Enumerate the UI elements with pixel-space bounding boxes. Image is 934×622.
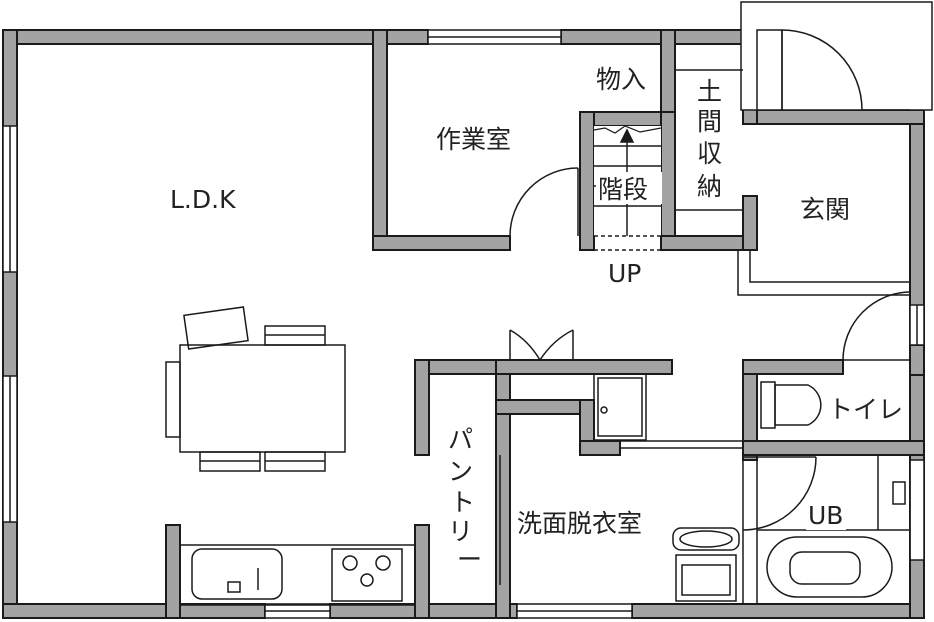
wall-kitchen-left [165, 524, 181, 619]
pantry-door-left [509, 329, 541, 361]
svg-text:ト: ト [450, 488, 475, 517]
label-up: UP [608, 259, 641, 288]
svg-text:リ: リ [448, 517, 473, 546]
windows [2, 29, 925, 619]
label-washroom: 洗面脱衣室 [517, 509, 642, 538]
svg-text:ン: ン [448, 457, 473, 486]
label-entrance: 玄関 [800, 195, 850, 224]
wall-mid-bottom [579, 440, 621, 456]
svg-text:土: 土 [697, 77, 722, 106]
svg-text:収: 収 [697, 139, 722, 168]
svg-text:パ: パ [448, 425, 473, 454]
burner-3-icon [360, 573, 374, 587]
kitchen-sink [191, 548, 283, 600]
wall-stair-right [660, 111, 676, 251]
chair-left [165, 361, 181, 438]
label-pantry: パ ン ト リ ー [448, 425, 482, 574]
dining-table [179, 344, 346, 453]
label-stairs: 階段 [598, 175, 648, 204]
fixtures [165, 1, 933, 606]
wall-bottom-left [2, 603, 266, 619]
toilet-tank [760, 381, 776, 429]
chair-top-left [183, 306, 249, 350]
bath-door-swing [742, 456, 817, 531]
stove [331, 548, 403, 602]
wall-toilet-bottom [742, 440, 925, 456]
wash-cabinet [675, 554, 737, 602]
kitchen-counter [179, 544, 416, 606]
label-toilet: トイレ [828, 395, 903, 424]
svg-text:ー: ー [457, 545, 482, 574]
label-doma-storage: 土 間 収 納 [697, 77, 722, 201]
wall-stair-left [579, 111, 595, 251]
wall-workroom-bottom [372, 235, 511, 251]
entrance-step [737, 250, 910, 296]
wall-mid-top [495, 359, 673, 375]
wash-basin [672, 527, 740, 551]
burner-2-icon [375, 555, 391, 571]
washing-machine [593, 373, 647, 441]
label-bath: UB [808, 501, 843, 530]
room-labels: L.D.K 作業室 物入 階段 UP 土 間 収 納 玄関 トイレ パ ン ト … [170, 65, 908, 574]
wall-entrance-top [756, 109, 925, 125]
label-storage: 物入 [596, 65, 646, 94]
label-workroom: 作業室 [436, 125, 511, 154]
wall-bottom-right [631, 603, 925, 619]
wall-workroom-left [372, 29, 388, 251]
bath-tub [766, 536, 893, 598]
wall-left [2, 29, 18, 619]
toilet-door-swing [842, 291, 911, 361]
stairs-arrow-icon [619, 128, 635, 143]
porch-door-frame [756, 29, 783, 111]
burner-1-icon [342, 555, 358, 571]
wall-toilet-right-top [909, 344, 925, 376]
toilet-bowl [774, 384, 822, 426]
wall-kitchen-right [414, 524, 430, 619]
bath-faucet [892, 481, 906, 505]
entry-door-swing [781, 29, 863, 111]
svg-text:納: 納 [697, 172, 722, 201]
wall-toilet-top [742, 359, 844, 375]
wall-top-left [2, 29, 429, 45]
pantry-door-right [539, 329, 574, 361]
wall-top-mid [560, 29, 758, 45]
wall-workroom-right-top [660, 29, 676, 113]
workroom-door-swing [509, 167, 579, 237]
window-bath [909, 459, 925, 561]
wall-pantry-right [495, 359, 511, 619]
svg-text:間: 間 [697, 107, 722, 136]
wall-doma-right [742, 195, 758, 251]
label-ldk: L.D.K [170, 185, 236, 214]
wall-pantry-left [414, 359, 430, 456]
